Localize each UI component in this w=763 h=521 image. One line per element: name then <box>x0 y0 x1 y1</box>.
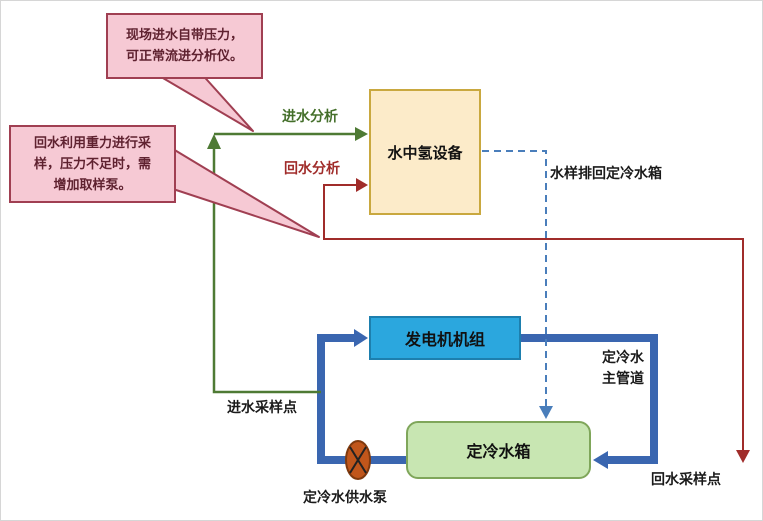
sample-return-label: 水样排回定冷水箱 <box>550 166 662 182</box>
callout-return-gravity-line2: 样，压力不足时，需 <box>33 156 151 172</box>
callout-return-gravity: 回水利用重力进行采 样，压力不足时，需 增加取样泵。 <box>9 125 176 203</box>
callout-return-gravity-line3: 增加取样泵。 <box>53 177 132 193</box>
callout-top-tail <box>150 70 254 132</box>
pipe-arrowheads <box>354 329 608 469</box>
callout-tails <box>150 70 320 238</box>
cooling-water-tank-box: 定冷水箱 <box>406 421 591 479</box>
generator-unit-box: 发电机机组 <box>369 316 521 360</box>
callout-inlet-pressure-line1: 现场进水自带压力， <box>125 28 243 43</box>
return-sampling-point-label: 回水采样点 <box>651 472 721 488</box>
callout-return-gravity-line1: 回水利用重力进行采 <box>33 135 151 151</box>
main-pipe-label-line2: 主管道 <box>602 371 644 387</box>
inlet-analysis-label: 进水分析 <box>282 109 338 125</box>
main-pipe-label: 定冷水 主管道 <box>591 348 655 390</box>
inlet-sampling-point-label: 进水采样点 <box>227 400 297 416</box>
callout-inlet-pressure: 现场进水自带压力， 可正常流进分析仪。 <box>106 13 263 79</box>
cooling-water-tank-label: 定冷水箱 <box>466 442 531 461</box>
generator-unit-label: 发电机机组 <box>404 330 485 349</box>
sample-return-dashed-line <box>482 150 553 419</box>
pump-label: 定冷水供水泵 <box>303 490 387 506</box>
return-sample-line <box>323 178 750 463</box>
inlet-sample-line <box>207 127 368 394</box>
hydrogen-analyzer-box: 水中氢设备 <box>369 89 481 215</box>
callout-inlet-pressure-line2: 可正常流进分析仪。 <box>125 49 243 64</box>
return-analysis-label: 回水分析 <box>284 161 340 177</box>
main-pipe-label-line1: 定冷水 <box>602 350 644 366</box>
hydrogen-analyzer-label: 水中氢设备 <box>387 143 463 162</box>
pump-icon <box>345 440 371 480</box>
